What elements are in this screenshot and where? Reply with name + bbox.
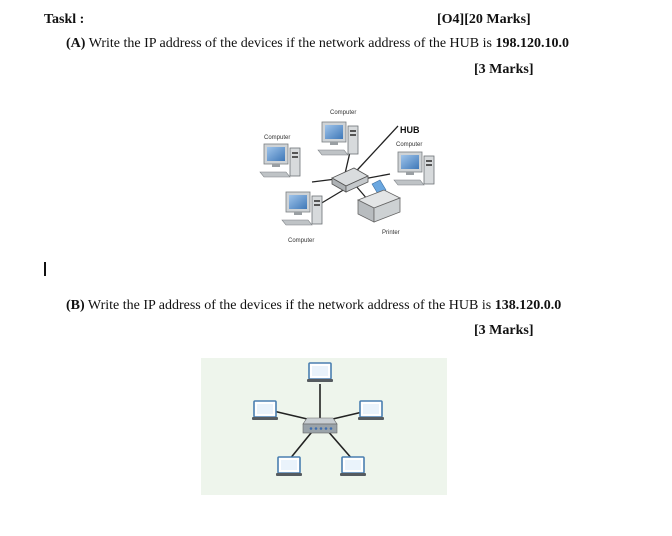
laptop-bottom-right [339,456,367,477]
question-b-text: Write the IP address of the devices if t… [87,298,492,313]
computer-bottom-label: Computer [288,238,314,244]
computer-left [259,143,301,178]
question-a-marks: [3 Marks] [474,62,534,77]
computer-right-label: Computer [396,142,422,148]
printer-device [357,179,401,223]
question-a-prefix: (A) [66,36,86,51]
laptop-right [357,400,385,421]
total-marks: [O4][20 Marks] [437,12,531,27]
computer-top [317,121,359,156]
question-b-prefix: (B) [66,298,85,313]
printer-label: Printer [382,230,400,236]
computer-right [393,151,435,186]
central-hub [302,417,338,434]
hub-network-diagram: Computer Computer HUB Computer Printer C… [259,110,435,244]
question-a: (A) Write the IP address of the devices … [66,36,569,52]
hub-label: HUB [400,125,420,135]
task-title: Taskl : [44,12,85,27]
question-a-text: Write the IP address of the devices if t… [88,36,492,51]
computer-bottom [281,191,323,226]
laptop-top [306,362,334,383]
hub-device [331,167,369,193]
question-a-address: 198.120.10.0 [495,36,569,51]
computer-top-label: Computer [330,110,356,116]
question-b: (B) Write the IP address of the devices … [66,298,561,314]
laptop-bottom-left [275,456,303,477]
computer-left-label: Computer [264,135,290,141]
laptop-left [251,400,279,421]
question-b-address: 138.120.0.0 [494,298,562,313]
question-b-marks: [3 Marks] [474,323,534,338]
star-network-diagram [201,358,447,495]
text-cursor [44,262,46,276]
